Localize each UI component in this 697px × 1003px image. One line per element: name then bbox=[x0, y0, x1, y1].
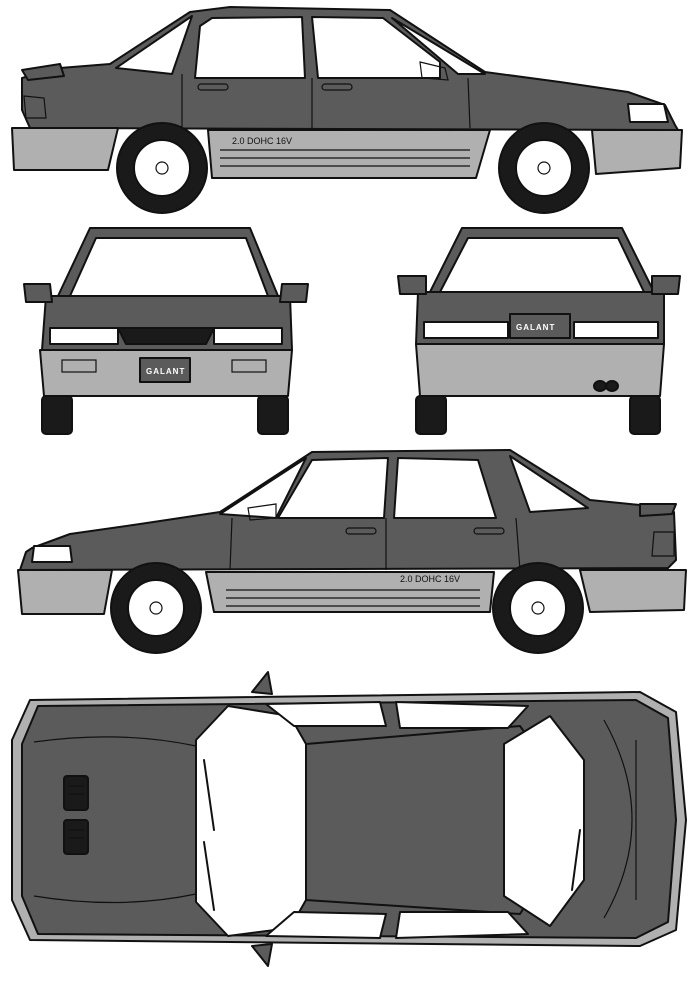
front-plate-text: GALANT bbox=[146, 367, 185, 376]
top-view bbox=[11, 671, 687, 967]
front-plate bbox=[139, 357, 191, 383]
rear-view: GALANT bbox=[397, 227, 681, 435]
side-view-right: 2.0 DOHC 16V bbox=[11, 6, 683, 214]
side-left-badge: 2.0 DOHC 16V bbox=[400, 574, 460, 584]
rear-plate bbox=[509, 313, 571, 339]
side-right-badge: 2.0 DOHC 16V bbox=[232, 136, 292, 146]
side-view-left: 2.0 DOHC 16V bbox=[17, 449, 687, 654]
rear-plate-text: GALANT bbox=[516, 323, 555, 332]
front-view: GALANT bbox=[23, 227, 309, 435]
